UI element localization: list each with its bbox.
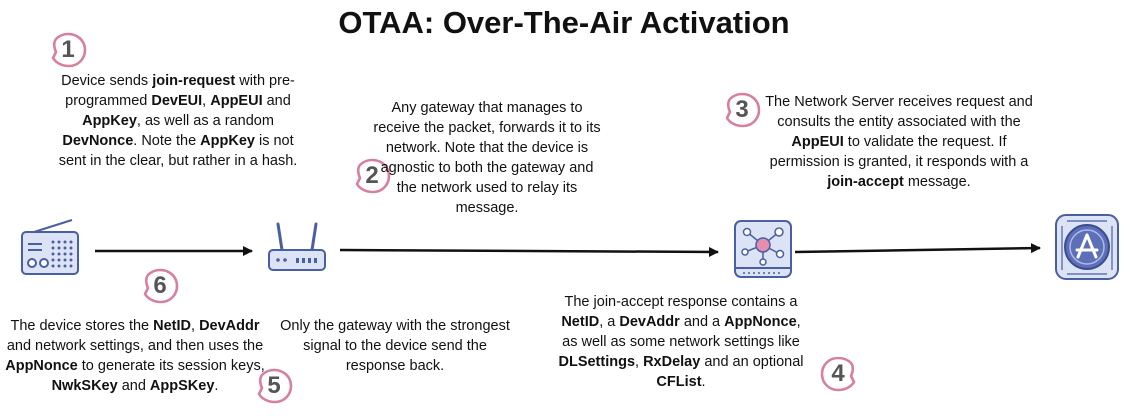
keyword-text: AppNonce bbox=[5, 358, 78, 374]
keyword-text: AppKey bbox=[200, 133, 255, 149]
keyword-text: CFList bbox=[656, 374, 702, 390]
arrow-network-server-to-app-server bbox=[794, 243, 1041, 254]
step-text-segment: , as well as some network settings like bbox=[562, 314, 801, 350]
keyword-text: AppEUI bbox=[210, 93, 263, 109]
keyword-text: AppSKey bbox=[149, 378, 215, 394]
network-hub-icon bbox=[732, 218, 794, 285]
step-text-segment: Any gateway that manages to receive the … bbox=[373, 100, 601, 216]
step-1-number: 1 bbox=[61, 36, 75, 63]
step-text-segment: . bbox=[214, 378, 219, 394]
step-text-segment: with pre-programmed bbox=[65, 73, 295, 109]
step-2-badge: 2 bbox=[352, 156, 392, 196]
keyword-text: RxDelay bbox=[643, 354, 701, 370]
keyword-text: join-request bbox=[152, 73, 236, 89]
step-2-text: Any gateway that manages to receive the … bbox=[372, 98, 602, 218]
step-5-number: 5 bbox=[267, 372, 281, 399]
step-text-segment: . Note the bbox=[133, 133, 201, 149]
step-5-badge: 5 bbox=[254, 366, 294, 406]
step-1-badge: 1 bbox=[48, 30, 88, 70]
step-text-segment: , bbox=[202, 93, 211, 109]
keyword-text: NetID bbox=[153, 318, 192, 334]
step-6-text: The device stores the NetID, DevAddr and… bbox=[0, 316, 270, 396]
arrow-gateway-to-network-server bbox=[339, 246, 719, 257]
step-text-segment: and a bbox=[679, 314, 725, 330]
step-2-number: 2 bbox=[365, 162, 379, 189]
router-icon bbox=[266, 220, 328, 281]
step-text-segment: , as well as a random bbox=[136, 113, 274, 129]
keyword-text: AppNonce bbox=[724, 314, 797, 330]
step-text-segment: and an optional bbox=[700, 354, 804, 370]
step-5-text: Only the gateway with the strongest sign… bbox=[272, 316, 518, 376]
keyword-text: NetID bbox=[561, 314, 600, 330]
step-text-segment: , a bbox=[599, 314, 620, 330]
keyword-text: join-accept bbox=[827, 174, 904, 190]
keyword-text: AppEUI bbox=[791, 134, 844, 150]
step-text-segment: The Network Server receives request and … bbox=[765, 94, 1033, 130]
step-4-text: The join-accept response contains a NetI… bbox=[554, 292, 808, 392]
keyword-text: DevEUI bbox=[151, 93, 203, 109]
step-4-badge: 4 bbox=[818, 354, 858, 394]
keyword-text: DevAddr bbox=[199, 318, 260, 334]
app-store-icon bbox=[1053, 212, 1121, 287]
step-text-segment: The join-accept response contains a bbox=[564, 294, 798, 310]
step-text-segment: and network settings, and then uses the bbox=[6, 338, 264, 354]
step-text-segment: The device stores the bbox=[10, 318, 154, 334]
step-6-badge: 6 bbox=[140, 266, 180, 306]
step-6-number: 6 bbox=[153, 272, 167, 299]
step-text-segment: Device sends bbox=[61, 73, 153, 89]
step-text-segment: to generate its session keys, bbox=[77, 358, 265, 374]
diagram-title: OTAA: Over-The-Air Activation bbox=[338, 5, 790, 40]
step-text-segment: is not sent in the clear, but rather in … bbox=[58, 133, 298, 169]
step-text-segment: Only the gateway with the strongest sign… bbox=[280, 318, 510, 374]
step-3-text: The Network Server receives request and … bbox=[764, 92, 1034, 192]
step-text-segment: . bbox=[701, 374, 706, 390]
step-text-segment: and bbox=[262, 93, 291, 109]
keyword-text: DLSettings bbox=[558, 354, 636, 370]
keyword-text: DevAddr bbox=[619, 314, 680, 330]
radio-icon bbox=[20, 218, 82, 283]
step-text-segment: , bbox=[635, 354, 644, 370]
step-text-segment: , bbox=[191, 318, 200, 334]
step-3-badge: 3 bbox=[722, 90, 762, 130]
keyword-text: AppKey bbox=[82, 113, 137, 129]
step-1-text: Device sends join-request with pre-progr… bbox=[52, 71, 304, 171]
step-text-segment: message. bbox=[903, 174, 971, 190]
keyword-text: NwkSKey bbox=[51, 378, 118, 394]
step-text-segment: to validate the request. If permission i… bbox=[769, 134, 1029, 170]
step-text-segment: and bbox=[117, 378, 150, 394]
step-3-number: 3 bbox=[735, 96, 749, 123]
keyword-text: DevNonce bbox=[62, 133, 134, 149]
step-4-number: 4 bbox=[831, 360, 845, 387]
